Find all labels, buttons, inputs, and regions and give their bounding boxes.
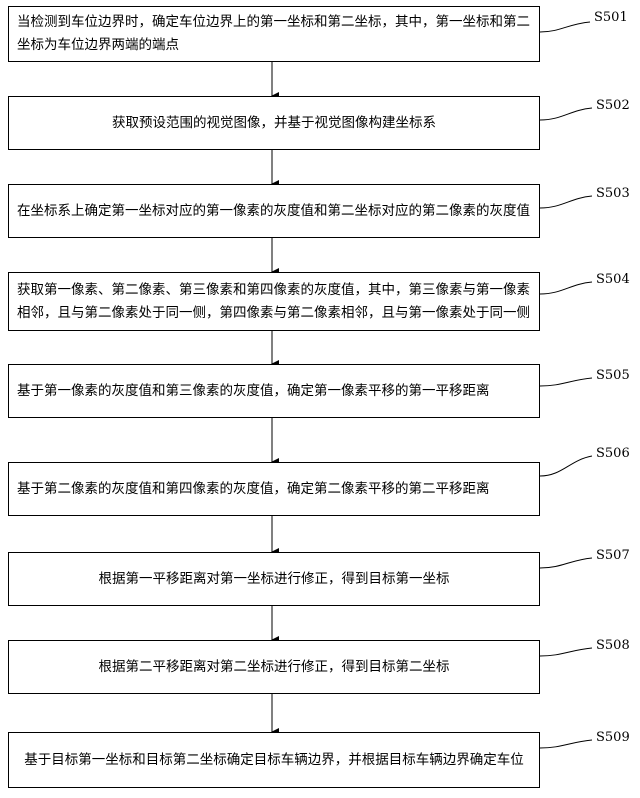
step-id-s502: S502	[596, 98, 630, 113]
leader-s501	[539, 21, 591, 33]
step-text-s504: 获取第一像素、第二像素、第三像素和第四像素的灰度值，其中，第三像素与第一像素相邻…	[17, 281, 530, 321]
step-text-s509: 基于目标第一坐标和目标第二坐标确定目标车辆边界，并根据目标车辆边界确定车位	[24, 751, 524, 768]
step-id-s507: S507	[596, 548, 630, 563]
step-box-s508: 根据第二平移距离对第二坐标进行修正，得到目标第二坐标	[8, 640, 540, 694]
leader-s507	[539, 557, 593, 569]
step-box-s507: 根据第一平移距离对第一坐标进行修正，得到目标第一坐标	[8, 552, 540, 606]
leader-s505	[539, 377, 593, 387]
step-box-s505: 基于第一像素的灰度值和第三像素的灰度值，确定第一像素平移的第一平移距离	[8, 364, 540, 418]
leader-s502	[539, 107, 593, 121]
step-box-s506: 基于第二像素的灰度值和第四像素的灰度值，确定第二像素平移的第二平移距离	[8, 462, 540, 516]
step-box-s509: 基于目标第一坐标和目标第二坐标确定目标车辆边界，并根据目标车辆边界确定车位	[8, 732, 540, 788]
step-id-s503: S503	[596, 186, 630, 201]
step-text-s503: 在坐标系上确定第一坐标对应的第一像素的灰度值和第二坐标对应的第二像素的灰度值	[17, 202, 530, 219]
step-box-s504: 获取第一像素、第二像素、第三像素和第四像素的灰度值，其中，第三像素与第一像素相邻…	[8, 272, 540, 331]
step-text-s506: 基于第二像素的灰度值和第四像素的灰度值，确定第二像素平移的第二平移距离	[17, 480, 490, 497]
step-id-s504: S504	[596, 272, 630, 287]
step-id-s509: S509	[596, 730, 630, 745]
leader-s504	[539, 281, 593, 295]
step-box-s501: 当检测到车位边界时，确定车位边界上的第一坐标和第二坐标，其中，第一坐标和第二坐标…	[8, 6, 540, 62]
leader-s509	[539, 739, 593, 749]
step-text-s502: 获取预设范围的视觉图像，并基于视觉图像构建坐标系	[112, 114, 436, 131]
step-text-s508: 根据第二平移距离对第二坐标进行修正，得到目标第二坐标	[98, 658, 450, 675]
step-box-s502: 获取预设范围的视觉图像，并基于视觉图像构建坐标系	[8, 96, 540, 150]
leader-s508	[539, 647, 593, 657]
step-id-s508: S508	[596, 638, 630, 653]
step-text-s505: 基于第一像素的灰度值和第三像素的灰度值，确定第一像素平移的第一平移距离	[17, 382, 490, 399]
step-text-s507: 根据第一平移距离对第一坐标进行修正，得到目标第一坐标	[98, 570, 450, 587]
step-text-s501: 当检测到车位边界时，确定车位边界上的第一坐标和第二坐标，其中，第一坐标和第二坐标…	[17, 14, 530, 53]
step-id-s505: S505	[596, 368, 630, 383]
leader-s506	[539, 455, 593, 477]
step-id-s506: S506	[596, 446, 630, 461]
step-box-s503: 在坐标系上确定第一坐标对应的第一像素的灰度值和第二坐标对应的第二像素的灰度值	[8, 184, 540, 238]
step-id-s501: S501	[594, 10, 628, 25]
leader-s503	[539, 195, 593, 209]
